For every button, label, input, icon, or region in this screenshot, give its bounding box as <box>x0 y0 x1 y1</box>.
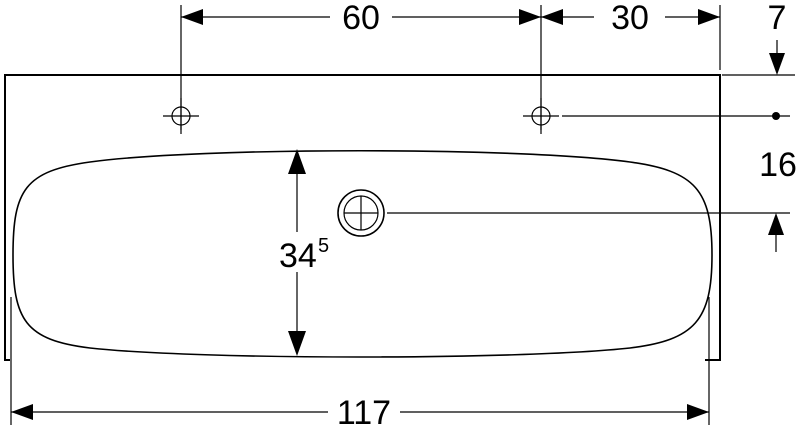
dimension-waste-offset: 16 <box>759 112 797 252</box>
overall-width-label: 117 <box>337 394 391 427</box>
tap-to-edge-label: 30 <box>611 0 649 37</box>
crosshair-circle-icon <box>163 98 199 134</box>
drain-icon <box>337 189 385 237</box>
dimension-overall-width: 117 <box>11 394 709 427</box>
dimension-tap-to-edge: 30 <box>541 0 720 37</box>
top-offset-label: 7 <box>768 0 787 37</box>
bowl-depth-superscript: 5 <box>318 235 329 257</box>
tap-hole-right <box>523 98 559 134</box>
basin-bowl <box>12 149 713 358</box>
waste-offset-label: 16 <box>759 146 797 184</box>
crosshair-circle-icon <box>523 98 559 134</box>
tap-spacing-label: 60 <box>342 0 380 37</box>
bowl-depth-label: 34 <box>279 237 317 275</box>
waste-outlet <box>337 189 385 237</box>
dimension-bowl-depth: 34 5 <box>276 149 336 356</box>
dimension-top-offset: 7 <box>768 0 787 75</box>
tap-hole-left <box>163 98 199 134</box>
extension-lines <box>10 5 795 425</box>
dimension-tap-spacing: 60 <box>181 0 541 37</box>
basin-outline <box>4 74 721 361</box>
